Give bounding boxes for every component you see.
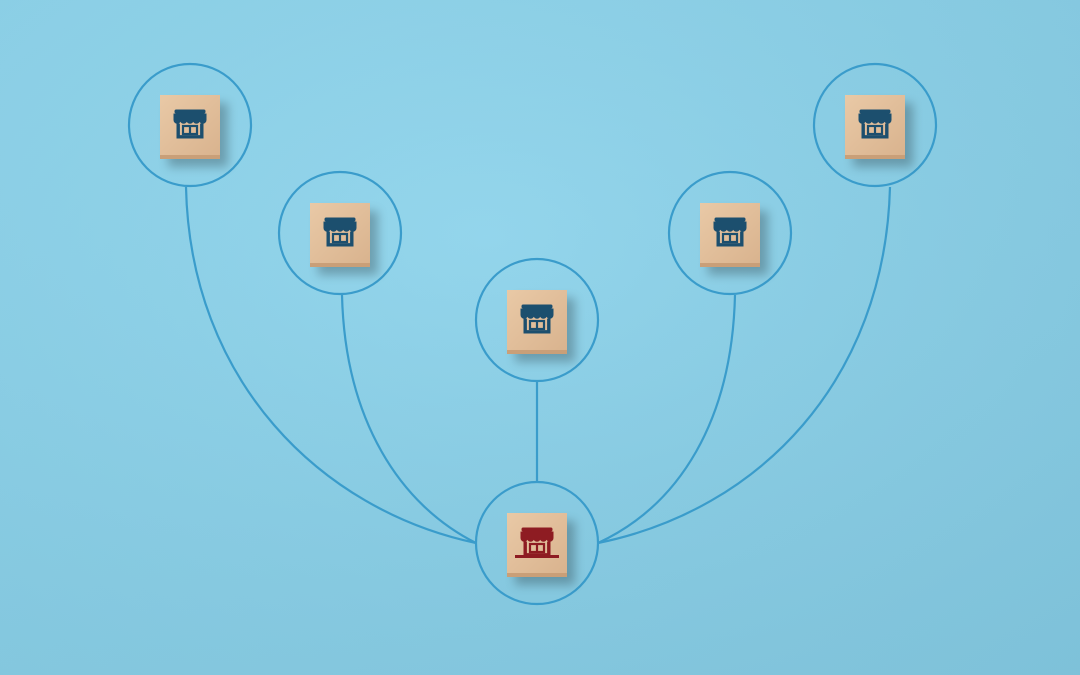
branch-store-5-block: [845, 95, 905, 159]
branch-store-4-ring: [667, 170, 793, 296]
branch-store-4-block: [700, 203, 760, 267]
edge-main-store-to-branch-store-2: [340, 294, 477, 544]
store-blocks: [160, 95, 905, 577]
main-store-ring: [474, 480, 600, 606]
branch-store-3-ring: [474, 257, 600, 383]
main-store-base-line: [515, 555, 559, 558]
edge-main-store-to-branch-store-1: [184, 186, 477, 545]
edge-main-store-to-branch-store-4: [597, 294, 737, 544]
branch-store-3-block: [507, 290, 567, 354]
node-rings: [127, 62, 938, 606]
main-store-block: [507, 513, 567, 577]
branch-store-2-ring: [277, 170, 403, 296]
branch-store-1-ring: [127, 62, 253, 188]
connection-lines: [184, 186, 892, 545]
edge-main-store-to-branch-store-5: [597, 186, 892, 545]
branch-store-5-ring: [812, 62, 938, 188]
branch-store-1-block: [160, 95, 220, 159]
branch-store-2-block: [310, 203, 370, 267]
